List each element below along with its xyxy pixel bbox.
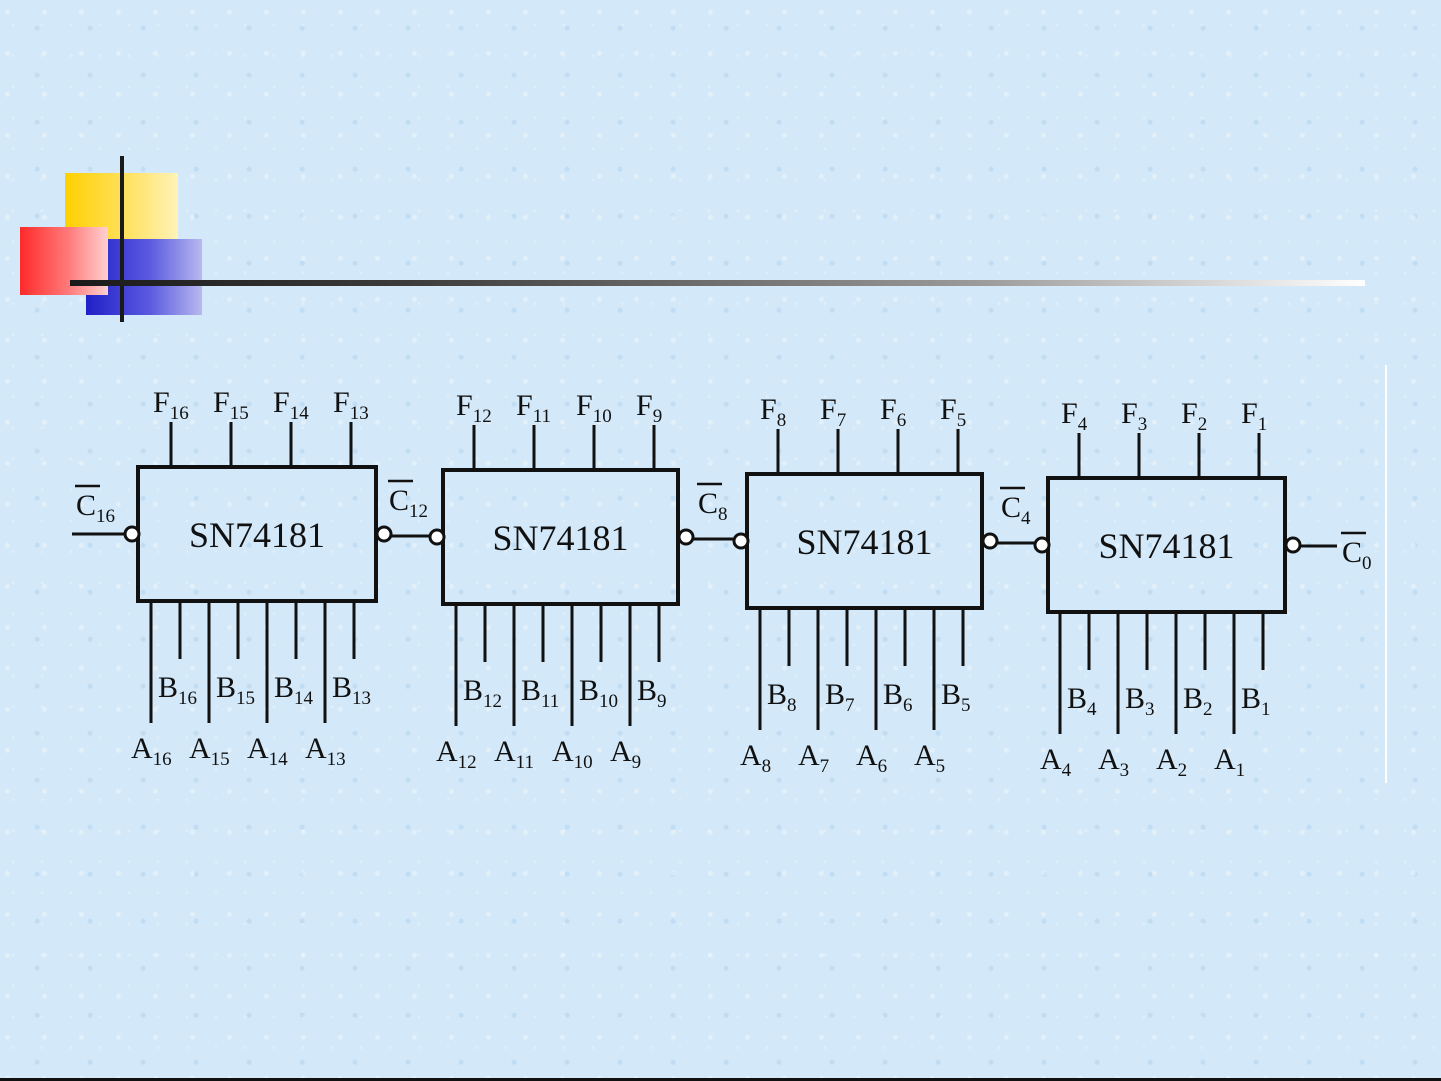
chip-3-a-label-1: A8 <box>740 739 771 777</box>
chip-2-b-label-3: B10 <box>579 674 618 712</box>
chip-4-a-label-4: A1 <box>1214 743 1245 781</box>
chip-2-b-label-4: B9 <box>637 674 667 712</box>
chip-3-b-label-2: B7 <box>825 678 855 716</box>
chip-3-b-label-1: B8 <box>767 678 797 716</box>
chip-1-f-label-4: F13 <box>333 386 369 424</box>
chip-4-b-label-1: B4 <box>1067 682 1097 720</box>
chip-1-b-label-2: B15 <box>216 671 255 709</box>
chip-3-a-label-3: A6 <box>856 739 887 777</box>
carry-label-c8: C8 <box>698 487 728 525</box>
chip-4-label: SN74181 <box>1098 526 1234 566</box>
chip-2-carry-in-bubble <box>679 530 693 544</box>
chip-1-b-label-4: B13 <box>332 671 371 709</box>
chip-3-f-label-4: F5 <box>940 393 966 431</box>
chip-3-a-label-2: A7 <box>798 739 829 777</box>
chip-3-f-label-1: F8 <box>760 393 786 431</box>
chip-4-f-label-1: F4 <box>1061 397 1088 435</box>
chip-4-carry-out-bubble <box>1035 538 1049 552</box>
chip-2-a-label-3: A10 <box>552 735 593 773</box>
chip-4-b-label-3: B2 <box>1183 682 1213 720</box>
chip-4-carry-in-bubble <box>1286 538 1300 552</box>
chip-2-a-label-2: A11 <box>494 735 534 773</box>
chip-4-a-label-1: A4 <box>1040 743 1072 781</box>
carry-label-c4: C4 <box>1001 491 1031 529</box>
chip-2-f-label-1: F12 <box>456 389 492 427</box>
chip-2-f-label-3: F10 <box>576 389 612 427</box>
chip-1-label: SN74181 <box>189 515 325 555</box>
carry-label-c12: C12 <box>389 484 428 522</box>
chip-2-f-label-4: F9 <box>636 389 662 427</box>
chip-1-a-label-1: A16 <box>131 732 172 770</box>
chip-3-b-label-4: B5 <box>941 678 971 716</box>
chip-2-f-label-2: F11 <box>516 389 551 427</box>
chip-4-b-label-4: B1 <box>1241 682 1271 720</box>
chip-4-f-label-3: F2 <box>1181 397 1207 435</box>
chip-2-label: SN74181 <box>492 518 628 558</box>
chip-1-a-label-3: A14 <box>247 732 288 770</box>
carry-label-c0: C0 <box>1342 536 1372 574</box>
chip-3-carry-out-bubble <box>734 534 748 548</box>
chip-1-b-label-1: B16 <box>158 671 197 709</box>
chip-3-b-label-3: B6 <box>883 678 913 716</box>
chip-2-b-label-1: B12 <box>463 674 502 712</box>
chip-1-a-label-4: A13 <box>305 732 346 770</box>
chip-4-f-label-2: F3 <box>1121 397 1147 435</box>
carry-label-c16: C16 <box>76 489 115 527</box>
chip-4-b-label-2: B3 <box>1125 682 1155 720</box>
chip-1-a-label-2: A15 <box>189 732 230 770</box>
chip-2-a-label-4: A9 <box>610 735 641 773</box>
chip-1-f-label-2: F15 <box>213 386 249 424</box>
chip-1-f-label-1: F16 <box>153 386 189 424</box>
chip-1-f-label-3: F14 <box>273 386 309 424</box>
chip-1-carry-out-bubble <box>125 527 139 541</box>
chip-4-f-label-4: F1 <box>1241 397 1267 435</box>
chip-3-label: SN74181 <box>796 522 932 562</box>
chip-3-f-label-2: F7 <box>820 393 846 431</box>
chip-1-b-label-3: B14 <box>274 671 314 709</box>
chip-3-carry-in-bubble <box>983 534 997 548</box>
chip-1-carry-in-bubble <box>377 527 391 541</box>
chip-2-carry-out-bubble <box>430 530 444 544</box>
chip-3-f-label-3: F6 <box>880 393 906 431</box>
chip-4-a-label-2: A3 <box>1098 743 1129 781</box>
chip-2-a-label-1: A12 <box>436 735 477 773</box>
chip-4-a-label-3: A2 <box>1156 743 1187 781</box>
chip-3-a-label-4: A5 <box>914 739 945 777</box>
chip-2-b-label-2: B11 <box>521 674 559 712</box>
